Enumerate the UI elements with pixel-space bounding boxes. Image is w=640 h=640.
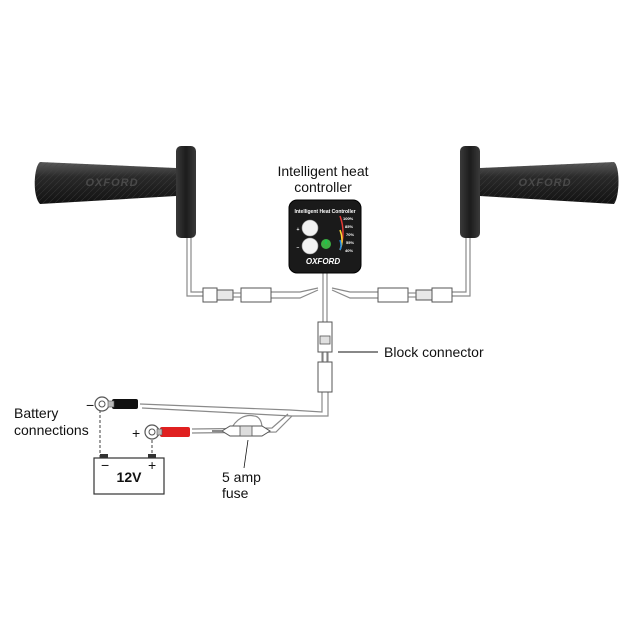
positive-sign: + — [132, 425, 140, 441]
left-grip-brand: OXFORD — [85, 177, 138, 189]
controller-lead-wire — [322, 273, 328, 300]
level-2: 70% — [346, 232, 354, 237]
main-trunk-wire-lower — [322, 352, 328, 362]
level-0: 100% — [343, 216, 354, 221]
battery-plus-sign: + — [148, 457, 156, 473]
positive-wire-a — [191, 413, 293, 434]
controller-header: Intelligent Heat Controller — [294, 209, 355, 215]
level-1: 85% — [345, 224, 353, 229]
controller-label-line1: Intelligent heat — [277, 163, 368, 179]
left-heated-grip: OXFORD — [34, 146, 196, 238]
block-connector-label: Block connector — [384, 344, 484, 360]
left-grip-connector — [202, 287, 272, 303]
level-4: 40% — [345, 248, 353, 253]
level-3: 55% — [346, 240, 354, 245]
fuse-label-line1: 5 amp — [222, 469, 261, 485]
right-heated-grip: OXFORD — [460, 146, 619, 238]
left-trunk-wire — [270, 287, 319, 299]
right-grip-connector — [377, 287, 453, 303]
right-grip-brand: OXFORD — [518, 177, 571, 189]
controller-label-line2: controller — [294, 179, 352, 195]
plus-button[interactable] — [301, 219, 319, 237]
heat-controller: Intelligent Heat Controller + − 100% 85%… — [288, 199, 362, 274]
fuse-holder — [212, 425, 271, 437]
battery: 12V − + — [93, 454, 165, 495]
battery-voltage: 12V — [117, 469, 143, 485]
block-connector — [317, 321, 333, 393]
wiring-harness — [99, 238, 471, 469]
battery-label-line2: connections — [14, 422, 89, 438]
fuse-label-line2: fuse — [222, 485, 249, 501]
plus-label: + — [297, 227, 300, 233]
battery-minus-sign: − — [101, 457, 109, 473]
fuse-leader — [243, 439, 249, 469]
left-grip-wire — [186, 238, 203, 297]
minus-label: − — [297, 245, 300, 251]
positive-terminal — [144, 424, 190, 440]
right-grip-wire — [452, 238, 471, 297]
controller-brand: OXFORD — [306, 257, 340, 266]
battery-label-line1: Battery — [14, 405, 58, 421]
minus-button[interactable] — [301, 237, 319, 255]
level-indicator: 100% 85% 70% 55% 40% — [339, 215, 354, 253]
right-trunk-wire — [331, 287, 378, 299]
battery-trunk-wire — [289, 392, 329, 417]
negative-wire — [139, 403, 293, 417]
negative-terminal — [94, 396, 138, 412]
negative-sign: − — [86, 397, 94, 413]
main-trunk-wire — [322, 300, 328, 322]
